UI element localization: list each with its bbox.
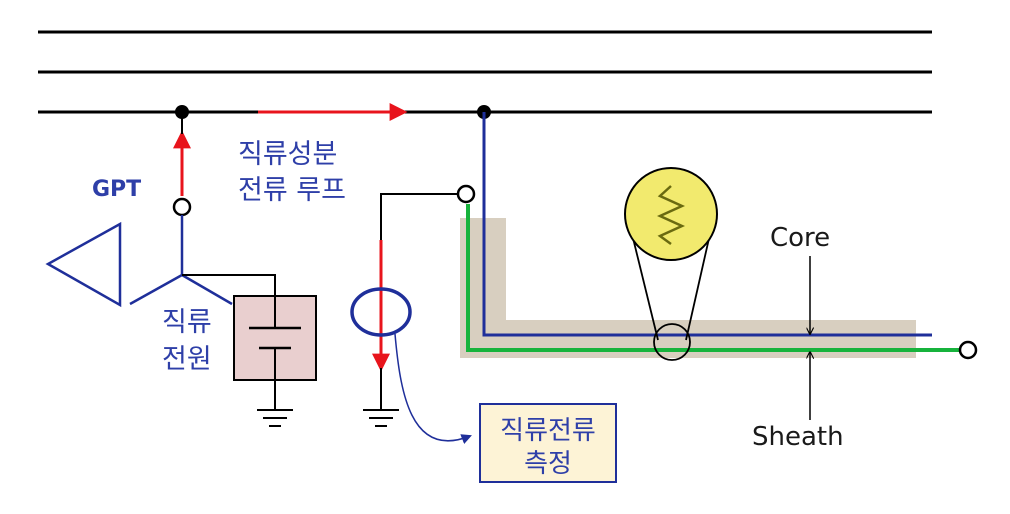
measure-pointer xyxy=(394,333,472,444)
sheath-terminal-left xyxy=(456,184,476,204)
dc-loop-label-line2: 전류 루프 xyxy=(238,175,346,206)
ellipse-icon xyxy=(350,287,412,337)
cable-shading xyxy=(460,218,916,358)
measure-box xyxy=(479,403,617,483)
gpt-terminal xyxy=(172,197,192,217)
ground-icon xyxy=(257,380,293,427)
capacitor-icon xyxy=(249,296,301,380)
measure-label-line2: 측정 xyxy=(524,449,572,479)
sheath-conductor xyxy=(466,204,960,352)
sheath-ground-wire xyxy=(380,193,458,240)
measure-label-line1: 직류전류 xyxy=(500,416,596,446)
star-branch-right xyxy=(181,273,233,306)
dc-source-wire xyxy=(182,274,276,296)
ground-icon xyxy=(363,409,399,427)
dc-source-label-line2: 전원 xyxy=(162,344,212,375)
dc-loop-label-line1: 직류성분 xyxy=(238,139,337,170)
sheath-terminal-right xyxy=(958,340,978,360)
core-conductor xyxy=(482,112,932,337)
star-branch-left xyxy=(129,273,183,306)
triangle-icon xyxy=(45,221,122,308)
gpt-label: GPT xyxy=(92,177,141,202)
dc-source-label-line1: 직류 xyxy=(162,307,212,338)
sheath-label: Sheath xyxy=(752,422,844,452)
lamp-icon xyxy=(624,167,718,361)
core-label: Core xyxy=(770,223,830,253)
